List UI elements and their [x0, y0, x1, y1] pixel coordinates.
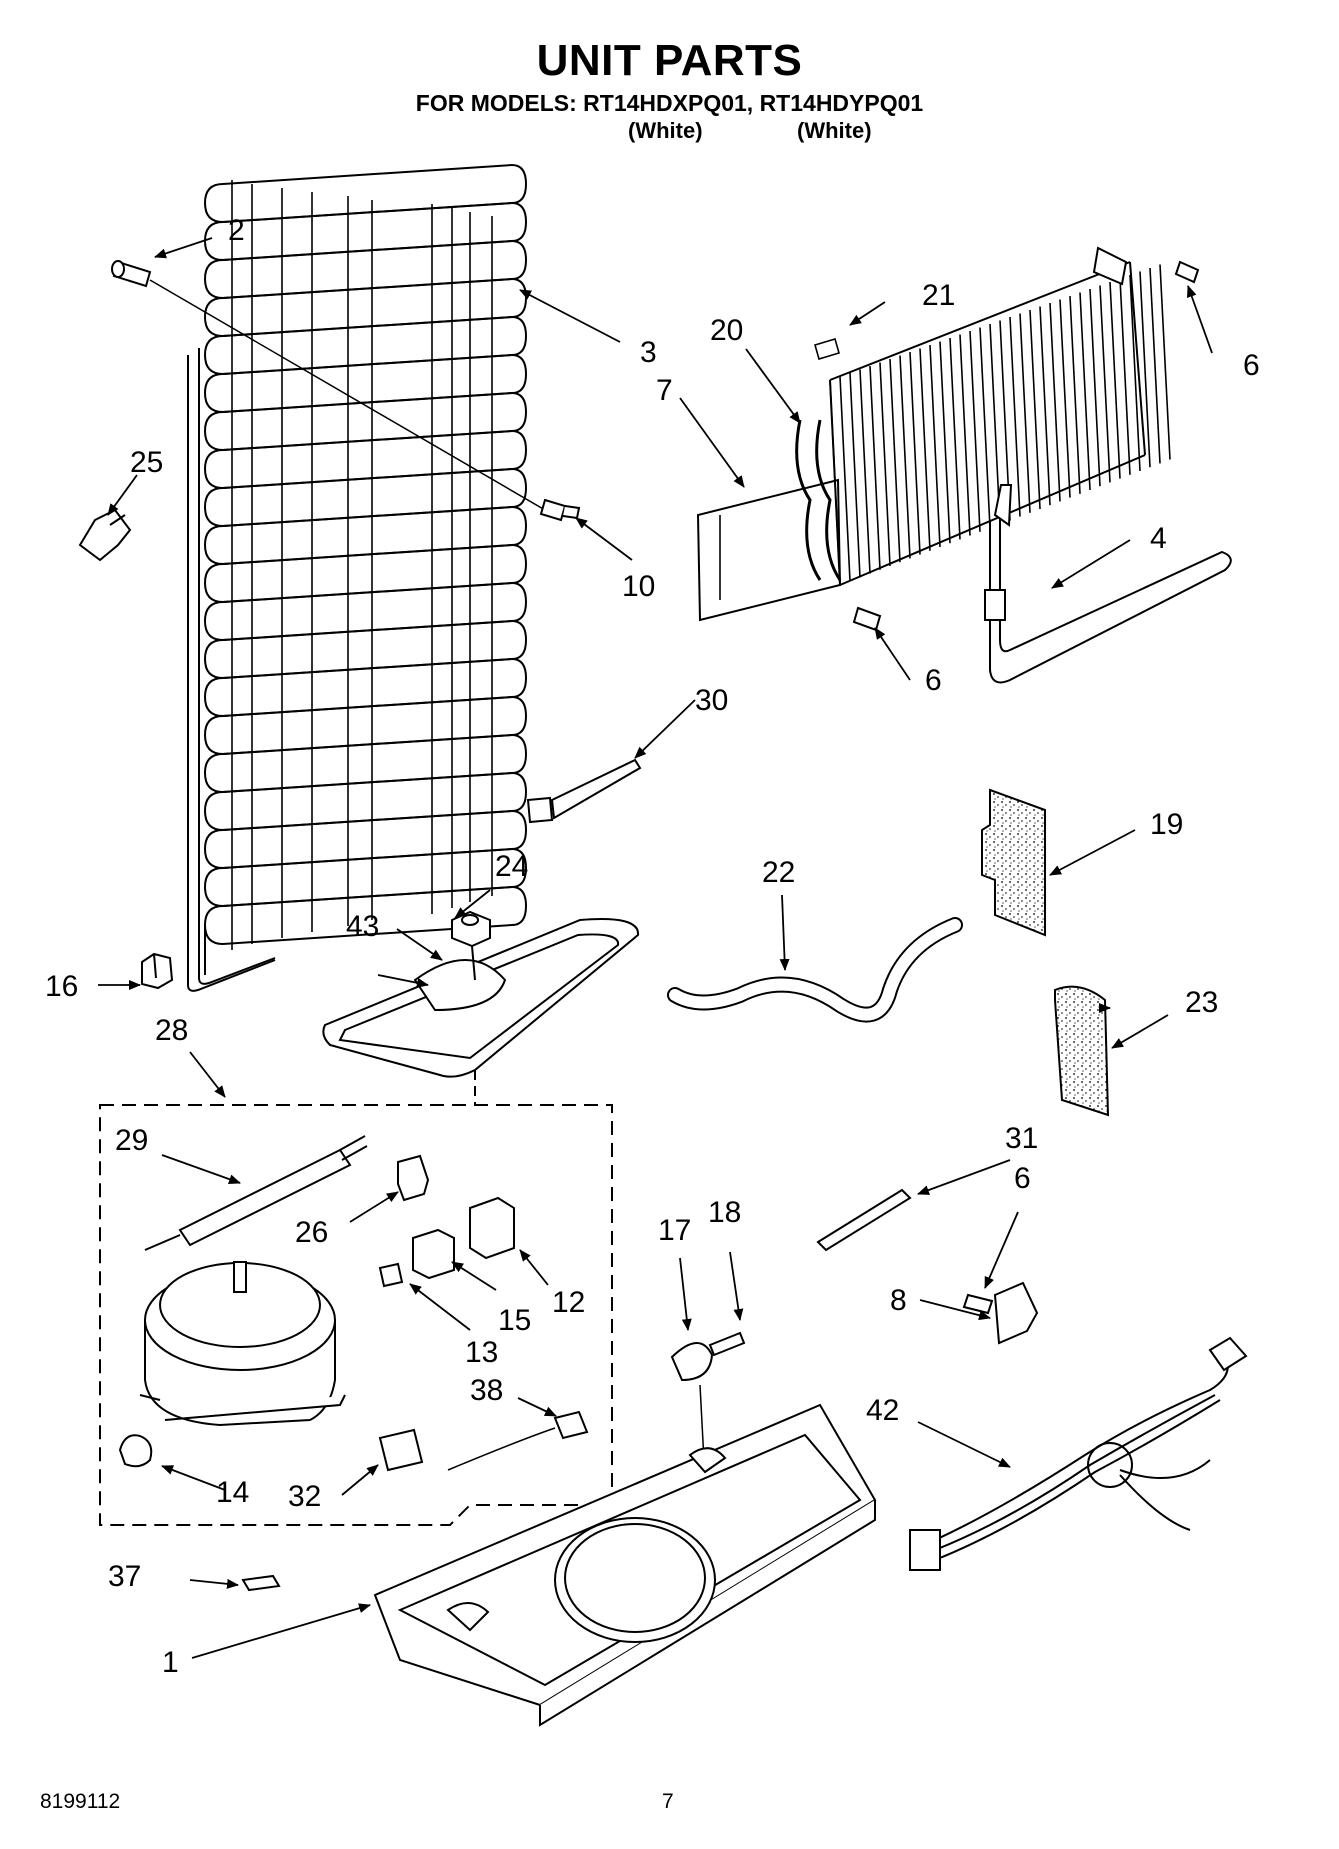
page-title: UNIT PARTS	[536, 36, 803, 85]
screw-part-18	[708, 1331, 746, 1357]
base-pan-part-1	[373, 1403, 877, 1727]
nut-part-24	[451, 910, 491, 981]
callout-37: 37	[108, 1560, 141, 1593]
clip-part-37	[241, 1574, 281, 1592]
evaporator-assembly	[696, 246, 1171, 622]
drier-part-29	[144, 1135, 368, 1251]
callout-42: 42	[866, 1394, 899, 1427]
callout-leaders	[98, 237, 1213, 1659]
callout-13: 13	[465, 1336, 498, 1369]
rod-part-31	[816, 1188, 912, 1252]
capacitor-part-32	[378, 1428, 424, 1472]
grommet-part-14	[118, 1434, 153, 1468]
callout-28: 28	[155, 1014, 188, 1047]
screw-part-6-top	[1174, 260, 1200, 284]
callout-31: 31	[1005, 1122, 1038, 1155]
cover-part-15	[412, 1228, 455, 1280]
callout-4: 4	[1150, 522, 1167, 555]
condenser-coil	[187, 164, 528, 992]
callout-25: 25	[130, 446, 163, 479]
overload-part-13	[378, 1262, 404, 1288]
clip-part-25	[78, 508, 132, 562]
alignment-line	[149, 279, 546, 511]
clip-part-16	[141, 952, 174, 990]
foam-block-part-23	[1054, 985, 1110, 1117]
callout-17: 17	[658, 1214, 691, 1247]
callout-1: 1	[162, 1646, 179, 1679]
callout-12: 12	[552, 1286, 585, 1319]
tie-strap-part-30	[526, 758, 642, 824]
callout-6-mid: 6	[925, 664, 942, 697]
connector-part-38	[553, 1410, 589, 1440]
defrost-heater-part-4	[984, 484, 1232, 684]
models-line: FOR MODELS: RT14HDXPQ01, RT14HDYPQ01	[415, 90, 924, 116]
callout-numbers: 2 3 4 6 6 6 7 8 10 12 13 14 15 16 17 18 …	[45, 214, 1260, 1679]
callout-6-top: 6	[1243, 349, 1260, 382]
callout-6-low: 6	[1014, 1162, 1031, 1195]
relay-part-26	[397, 1154, 430, 1202]
tube-part-22	[669, 919, 961, 1021]
callout-29: 29	[115, 1124, 148, 1157]
screw-part-6-low	[962, 1293, 994, 1315]
wire-harness-part-42	[909, 1336, 1248, 1571]
plug-part-2	[111, 260, 152, 288]
callout-21: 21	[922, 279, 955, 312]
cover-part-12	[469, 1196, 515, 1260]
callout-15: 15	[498, 1304, 531, 1337]
callout-26: 26	[295, 1216, 328, 1249]
compressor	[139, 1261, 346, 1427]
callout-38: 38	[470, 1374, 503, 1407]
callout-8: 8	[890, 1284, 907, 1317]
callout-32: 32	[288, 1480, 321, 1513]
callout-22: 22	[762, 856, 795, 889]
callout-10: 10	[622, 570, 655, 603]
callout-20: 20	[710, 314, 743, 347]
callout-23: 23	[1185, 986, 1218, 1019]
callout-7: 7	[656, 374, 673, 407]
callout-24: 24	[495, 850, 528, 883]
compressor-kit-boundary	[99, 1104, 613, 1526]
variant-label-2: (White)	[797, 118, 872, 143]
callout-3: 3	[640, 336, 657, 369]
doc-number: 8199112	[40, 1790, 121, 1813]
screw-part-10	[539, 498, 581, 522]
grommet-part-17	[670, 1342, 714, 1382]
variant-label-1: (White)	[628, 118, 703, 143]
callout-30: 30	[695, 684, 728, 717]
drain-pan-part-43	[322, 918, 640, 1078]
callout-19: 19	[1150, 808, 1183, 841]
callout-16: 16	[45, 970, 78, 1003]
foam-block-part-19	[981, 788, 1046, 937]
callout-18: 18	[708, 1196, 741, 1229]
screw-part-6-mid	[852, 606, 882, 632]
clip-part-8	[993, 1281, 1039, 1345]
callout-14: 14	[216, 1476, 249, 1509]
callout-2: 2	[228, 214, 245, 247]
callout-43: 43	[346, 910, 379, 943]
page-number: 7	[662, 1790, 674, 1813]
